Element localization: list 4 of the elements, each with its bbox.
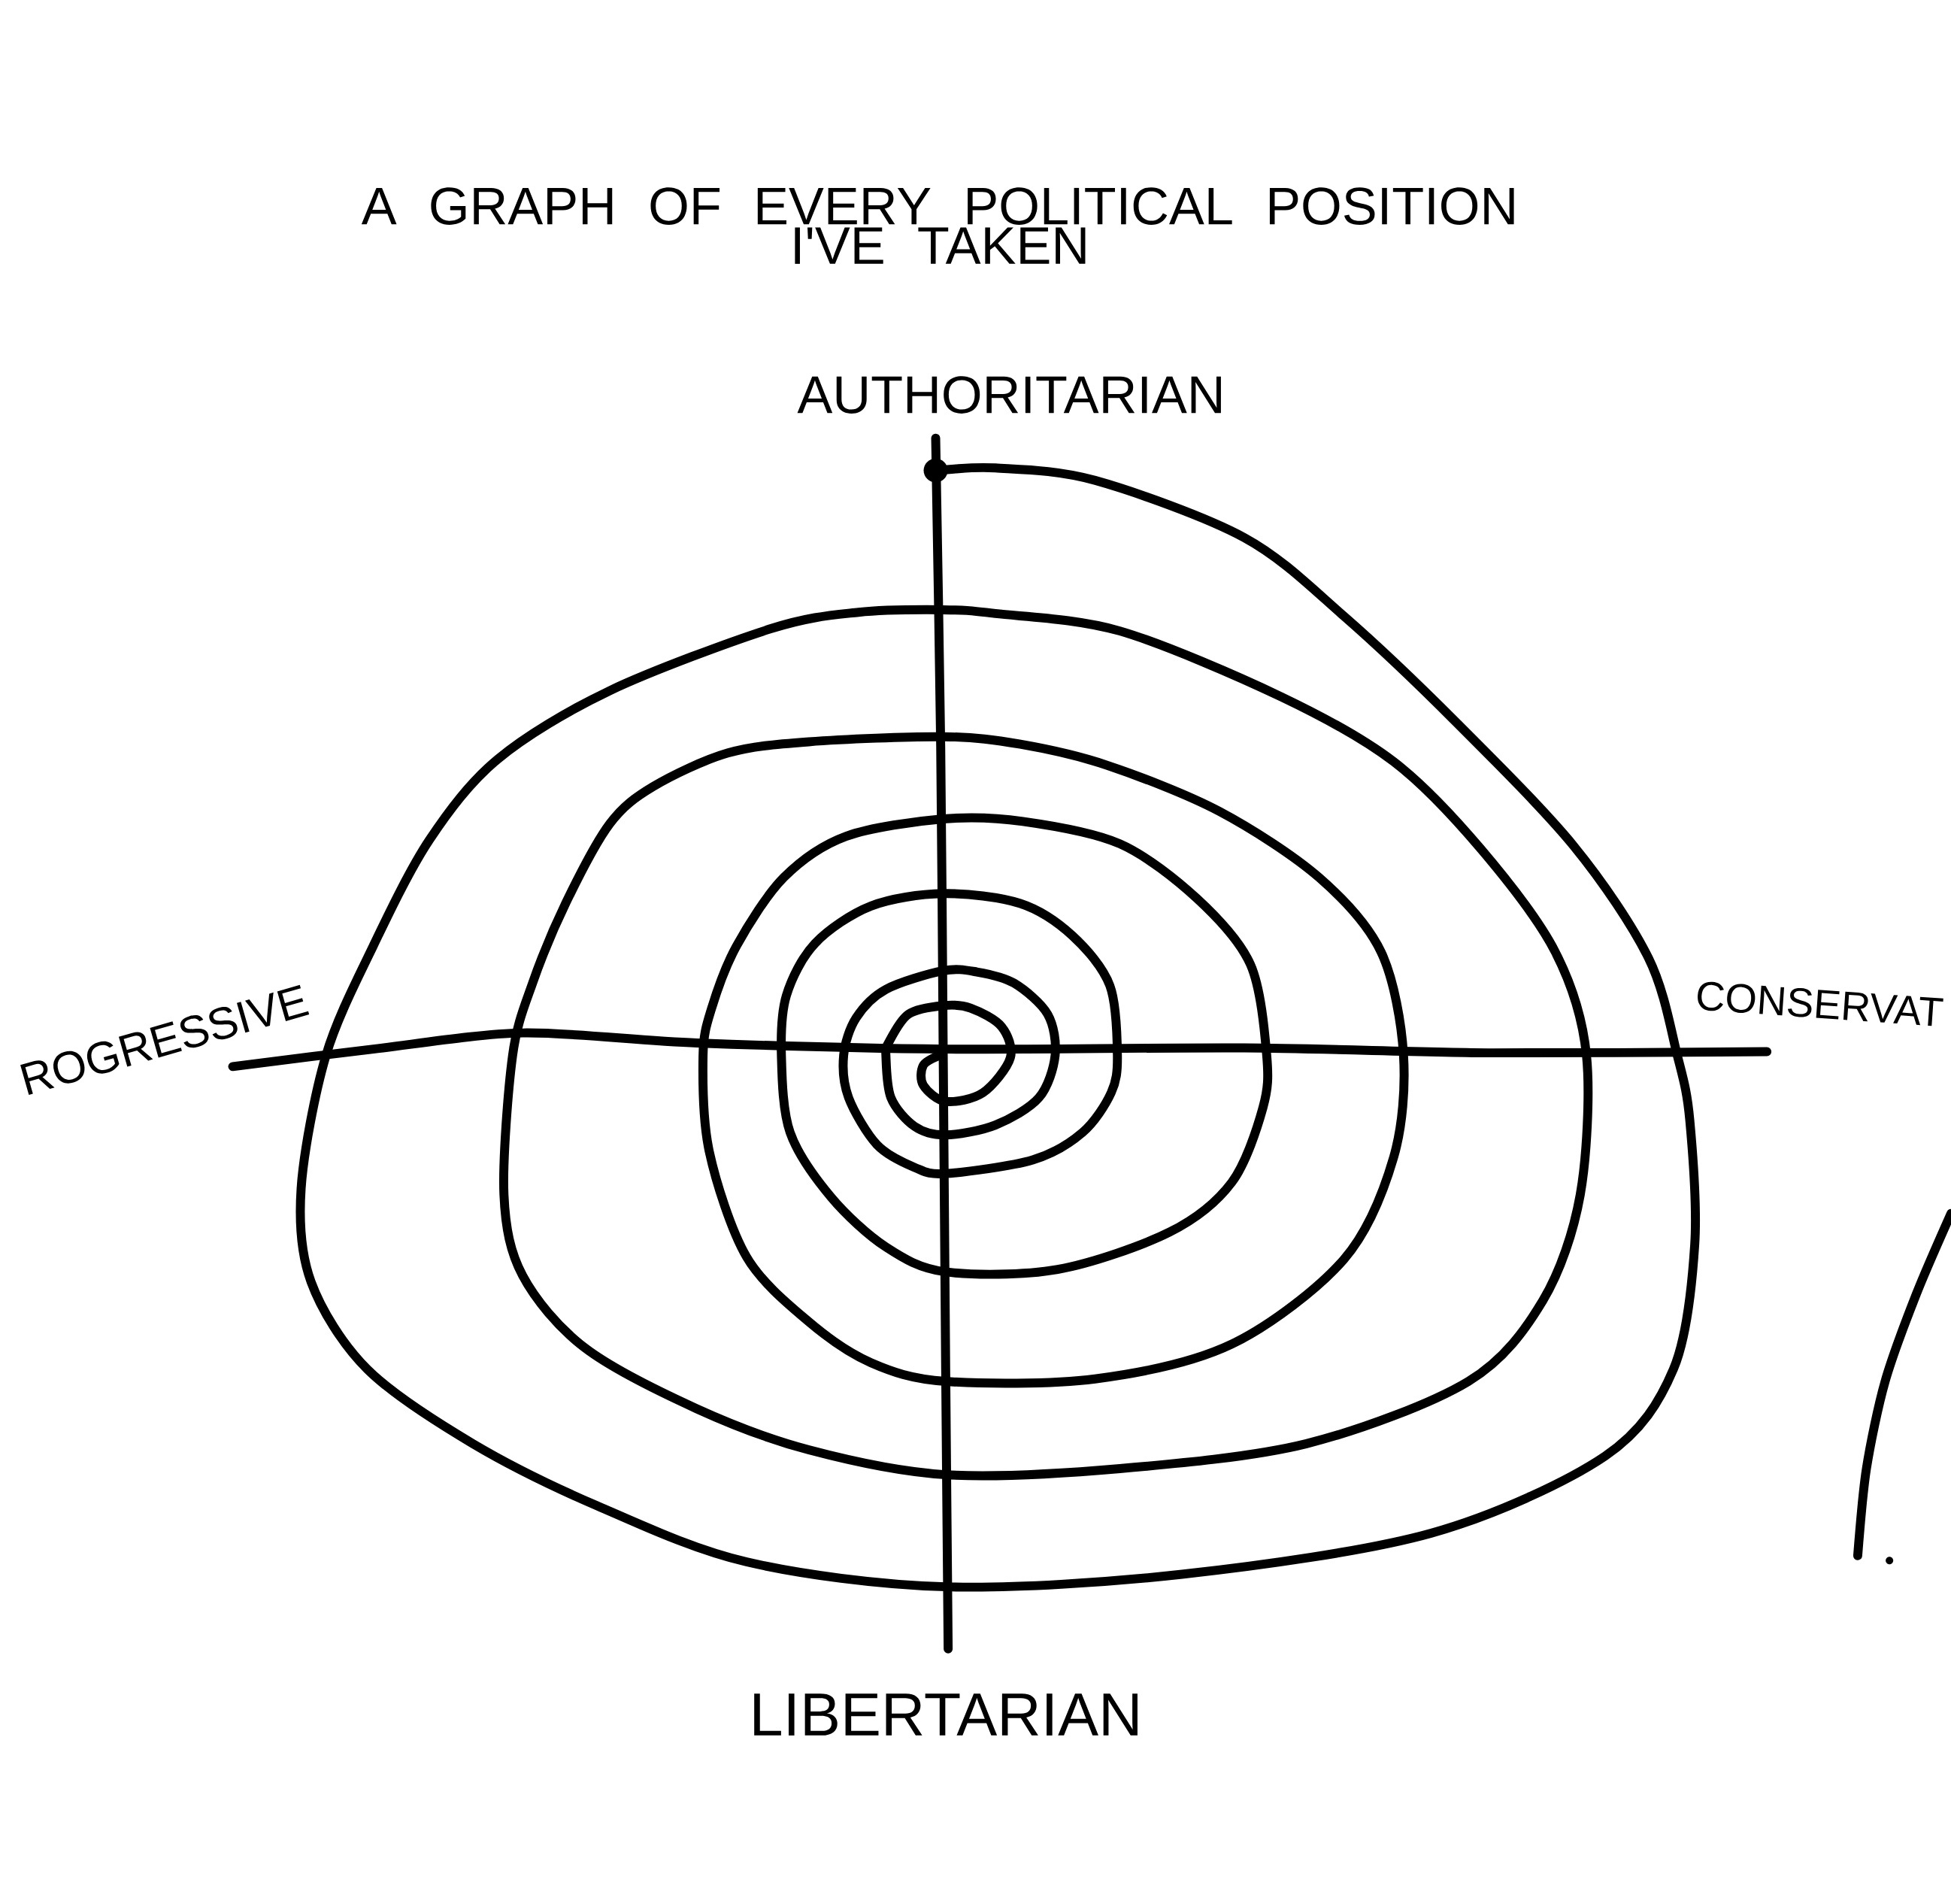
axis-label: LIBERTARIAN [754, 1693, 1138, 1736]
axis-label: CONSERVAT [1698, 981, 1943, 1026]
title: A GRAPH OF EVERY POLITICAL POSITION I'VE TAKEN [361, 187, 1514, 264]
axis-label: AUTHORITARIAN [797, 376, 1221, 414]
